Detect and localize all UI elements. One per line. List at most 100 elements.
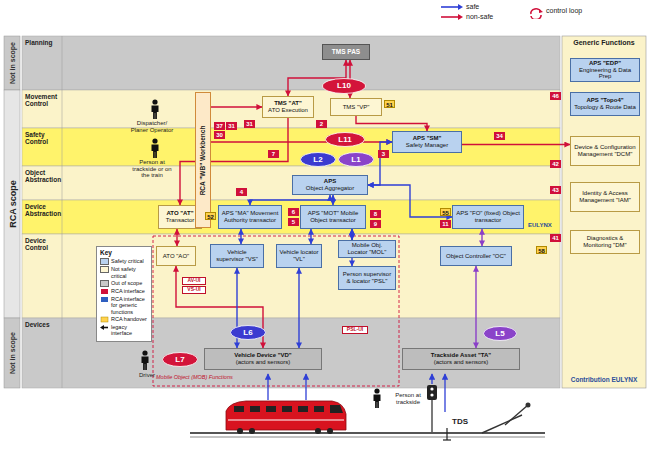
person-icon (152, 138, 159, 158)
legend-swatch (100, 258, 109, 265)
handover-number: 51 (384, 100, 395, 108)
device-box: Trackside Asset "TA"(actors and sensors) (402, 348, 520, 370)
layer-name: Devices (25, 321, 62, 328)
non-safety-box: Device & Configuration Management "DCM" (570, 136, 640, 166)
handover-number: 58 (536, 246, 547, 254)
ui-tag: PSL-UI (342, 326, 368, 334)
legend-text: RCA interface (111, 288, 145, 294)
legacy-interface (267, 374, 268, 400)
legacy-interface (305, 374, 306, 400)
switch (482, 415, 522, 433)
connector (356, 116, 427, 131)
callout-number: 7 (268, 150, 279, 158)
scope-label: Not in scope (9, 332, 17, 374)
note-label: EULYNX (528, 222, 558, 229)
train (298, 406, 308, 412)
scope-strip (4, 318, 20, 388)
non-safety-box: ATO "AO" (156, 246, 196, 266)
legend-sample (100, 296, 109, 303)
node-title: TMS "VP" (343, 104, 370, 111)
legacy-interface (268, 374, 445, 412)
callout-number: 46 (550, 92, 561, 100)
layer-band-fill (22, 318, 560, 388)
node-title: L5 (495, 330, 504, 338)
loop-ellipse (484, 327, 517, 341)
control-loop: L10 (322, 78, 366, 94)
loop-ellipse (323, 79, 366, 94)
legend-sample (528, 7, 544, 19)
node-title: Device & Configuration Management "DCM" (573, 144, 637, 157)
scope-label: RCA scope (8, 180, 18, 228)
safety-critical-box: Vehicle locator "VL" (276, 244, 322, 268)
callout-number: 6 (288, 208, 299, 216)
connector (250, 195, 330, 205)
legend-badge (101, 289, 108, 294)
safety-critical-box: APS "Topo4"Topology & Route Data (570, 92, 640, 116)
callout-number: 5 (288, 218, 299, 226)
layer-band-fill (22, 36, 560, 388)
layer-name: Device Control (25, 237, 62, 251)
ui-tag: PSL-UI (342, 326, 368, 334)
device-label: TDS (452, 418, 468, 427)
layer-band-fill (22, 200, 560, 234)
legend-entry: legacy interface (100, 324, 148, 337)
node-text: Contribution EULYNX (571, 376, 638, 383)
callout-number: 11 (440, 220, 451, 228)
train (234, 406, 244, 412)
legend-entry: RCA interface for generic functions (100, 296, 148, 315)
non-safety-box: TMS "VP" (330, 98, 382, 116)
legend-sample (100, 316, 109, 323)
node-title: Vehicle supervisor "VS" (213, 249, 261, 262)
scope-label: Not in scope (9, 332, 17, 374)
train (250, 406, 260, 412)
train (237, 428, 243, 434)
callout-number: 8 (370, 210, 381, 218)
safety-critical-box: Vehicle supervisor "VS" (210, 244, 264, 268)
control-loop: L11 (325, 132, 365, 147)
legend-entry: non-safe (440, 13, 493, 21)
node-title: Object Controller "OC" (446, 253, 506, 260)
track (190, 437, 545, 438)
region-label: Mobile Object (MOB) Functions (156, 374, 252, 380)
callout-number: 34 (494, 132, 505, 140)
legacy-interface (431, 374, 432, 384)
loop-ellipse (339, 153, 374, 167)
train (314, 406, 324, 412)
legend-text: safe (466, 3, 479, 11)
layer-name: Planning (25, 39, 62, 46)
node-title: APS "MA" Movement Authority transactor (221, 210, 279, 223)
switch (505, 405, 528, 425)
scope-label: Not in scope (9, 42, 17, 84)
loop-ellipse (163, 353, 198, 367)
legacy-interface (444, 374, 445, 412)
signal (427, 385, 437, 432)
legend-swatch (100, 280, 109, 287)
key-box: KeySafety criticalNot safety criticalOut… (96, 246, 152, 342)
safety-critical-box: APS "EDP"Engineering & Data Prep (570, 58, 640, 82)
node-title: APS "Topo4" (586, 97, 623, 104)
node-text: Engineering & Data Prep (573, 67, 637, 80)
scope-strip (4, 36, 20, 388)
callout-number: 6 (288, 208, 299, 216)
callout-number: 4 (236, 188, 247, 196)
train (330, 405, 343, 413)
node-text: (actors and sensors) (236, 359, 291, 366)
legend-text: control loop (546, 7, 582, 15)
node-title: Vehicle locator "VL" (279, 249, 319, 262)
person-icon (142, 350, 149, 370)
loop-ellipse (326, 133, 365, 147)
actor-label: Person at trackside or on the train (128, 159, 176, 179)
node-title: APS "MOT" Mobile Object transactor (303, 210, 363, 223)
callout-number: 37 (214, 122, 225, 130)
switch (526, 403, 530, 407)
connector (298, 268, 299, 348)
node-title: L1 (351, 156, 360, 164)
node-title: APS "EDP" (589, 60, 621, 67)
scope-strip (4, 36, 20, 90)
scope-label: RCA scope (8, 180, 18, 228)
node-title: Diagnostics & Monitoring "DM" (573, 235, 637, 248)
signal (430, 393, 433, 396)
safety-critical-box: Person supervisor & locator "PSL" (338, 266, 396, 290)
callout-number: 46 (550, 92, 561, 100)
